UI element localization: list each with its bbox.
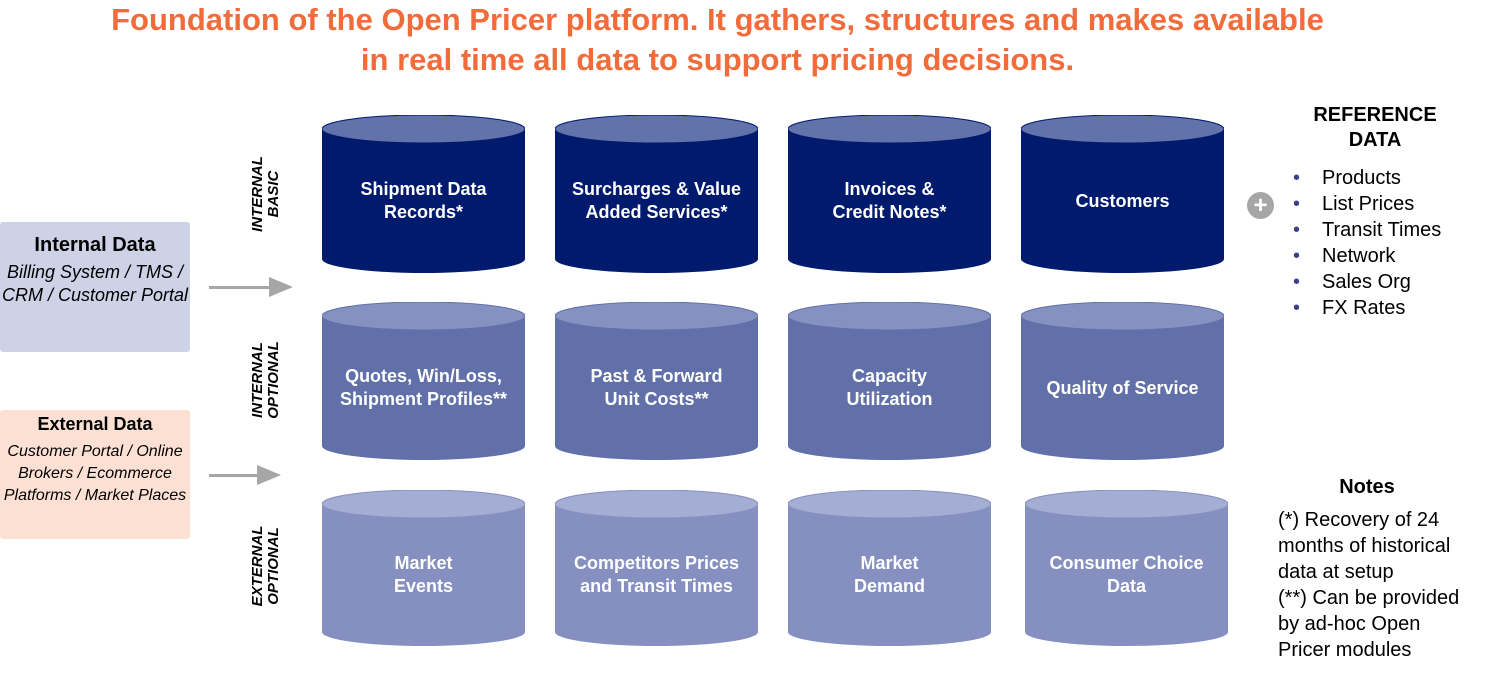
cylinder-label: Invoices &Credit Notes* — [832, 179, 947, 222]
arrow-icon — [209, 465, 281, 485]
reference-data-list: Products List Prices Transit Times Netwo… — [1293, 165, 1441, 321]
external-data-box: External Data Customer Portal / Online B… — [0, 410, 190, 539]
list-item: Sales Org — [1293, 269, 1441, 295]
internal-data-box: Internal Data Billing System / TMS / CRM… — [0, 222, 190, 352]
notes-text: (*) Recovery of 24 months of historical … — [1278, 509, 1460, 661]
list-item: Products — [1293, 165, 1441, 191]
cylinder-label: Customers — [1075, 190, 1170, 211]
list-item: Network — [1293, 243, 1441, 269]
database-cylinder: Invoices &Credit Notes* — [788, 115, 991, 273]
list-item: Transit Times — [1293, 217, 1441, 243]
database-cylinder: Quotes, Win/Loss,Shipment Profiles** — [322, 302, 525, 460]
list-item: List Prices — [1293, 191, 1441, 217]
cylinder-label: Quality of Service — [1046, 377, 1199, 398]
arrow-icon — [209, 277, 293, 297]
database-cylinder: Quality of Service — [1021, 302, 1224, 460]
list-item: FX Rates — [1293, 295, 1441, 321]
plus-icon: + — [1247, 192, 1274, 219]
reference-data-title: REFERENCE DATA — [1313, 104, 1437, 151]
page-title: Foundation of the Open Pricer platform. … — [111, 2, 1324, 77]
notes-title: Notes — [1339, 476, 1395, 498]
cylinder-label: Quotes, Win/Loss,Shipment Profiles** — [339, 366, 508, 409]
database-cylinder: Customers — [1021, 115, 1224, 273]
